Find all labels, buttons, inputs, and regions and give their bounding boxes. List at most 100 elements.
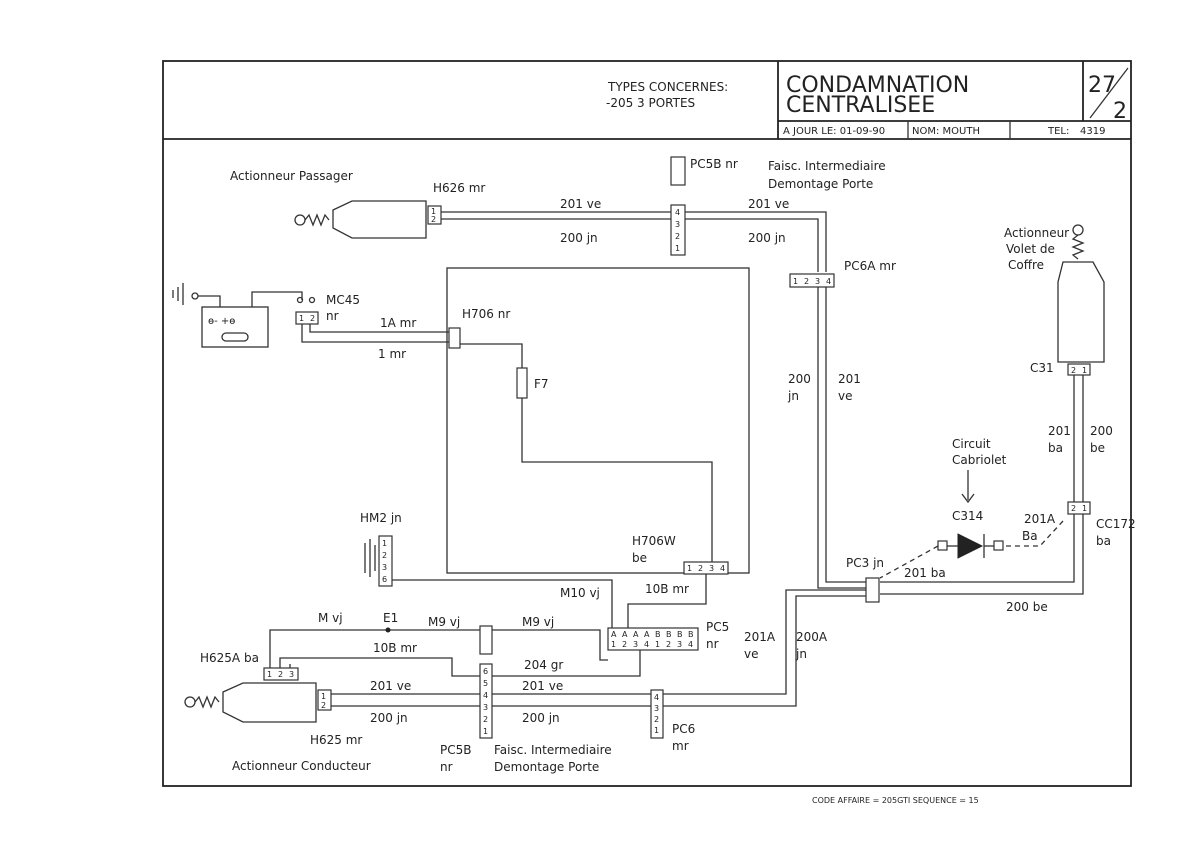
wire-200jn-top: [441, 218, 819, 272]
label-h626: H626 mr: [433, 181, 485, 195]
svg-text:B: B: [688, 630, 694, 639]
sheet-slash: [1089, 67, 1129, 119]
svg-text:B: B: [655, 630, 661, 639]
svg-text:1: 1: [687, 564, 692, 573]
cc172-connector: [1067, 501, 1091, 515]
label-h706w-2: be: [632, 551, 647, 565]
label-201ve-a: 201 ve: [560, 197, 601, 211]
pc5-connector: [607, 627, 699, 651]
label-10bmr-top: 10B mr: [645, 582, 689, 596]
types-model: -205 3 PORTES: [606, 96, 695, 110]
svg-text:2: 2: [804, 277, 809, 286]
label-cabriolet: Cabriolet: [952, 453, 1007, 467]
label-h706w-1: H706W: [632, 534, 676, 548]
passenger-actuator: [294, 200, 427, 239]
label-mvj: M vj: [318, 611, 343, 625]
label-pc5: PC5: [706, 620, 729, 634]
label-200a-jn-2: jn: [795, 647, 807, 661]
diode-c314: [957, 533, 984, 559]
sheet-sub: 2: [1113, 99, 1127, 124]
label-v201ba: 201: [1048, 424, 1071, 438]
svg-text:1: 1: [654, 726, 659, 735]
wire-201ve-top: [441, 211, 827, 272]
wire-200ajn: [663, 595, 866, 707]
wire-mvj-m9vj: [269, 629, 608, 668]
driver-actuator: [184, 682, 317, 723]
label-200jn-c: 200 jn: [370, 711, 408, 725]
label-v201ba-ba: ba: [1048, 441, 1063, 455]
svg-text:2: 2: [654, 715, 659, 724]
label-e1: E1: [383, 611, 398, 625]
label-1mr: 1 mr: [378, 347, 406, 361]
label-act-volet-3: Coffre: [1008, 258, 1044, 272]
pc5b-bot-connector-b: [479, 663, 493, 739]
svg-text:2: 2: [278, 670, 283, 679]
label-v201: 201: [838, 372, 861, 386]
svg-text:2: 2: [483, 715, 488, 724]
svg-text:4: 4: [654, 693, 659, 702]
label-act-conducteur: Actionneur Conducteur: [232, 759, 371, 773]
label-201a: 201A: [1024, 512, 1056, 526]
pc6-connector: [650, 689, 664, 739]
label-pc5b-bot: PC5B: [440, 743, 471, 757]
hm2-connector: [378, 535, 393, 587]
label-act-volet-2: Volet de: [1006, 242, 1055, 256]
svg-text:5: 5: [483, 679, 488, 688]
svg-text:4: 4: [675, 208, 680, 217]
label-cc172-ba: ba: [1096, 534, 1111, 548]
svg-text:B: B: [677, 630, 683, 639]
c314-connector-left: [937, 540, 948, 551]
label-200be: 200 be: [1006, 600, 1048, 614]
label-mc45-nr: nr: [326, 309, 339, 323]
svg-text:A: A: [622, 630, 628, 639]
c314-connector-right: [993, 540, 1004, 551]
svg-text:1: 1: [655, 640, 660, 649]
splice-e1: [385, 627, 391, 633]
wire-200jn-vertical: [817, 287, 866, 589]
svg-text:A: A: [611, 630, 617, 639]
svg-text:1: 1: [793, 277, 798, 286]
label-201ve-d: 201 ve: [522, 679, 563, 693]
fuse-f7: [516, 367, 528, 399]
svg-text:2: 2: [1071, 504, 1076, 513]
wire-201ve-vertical: [825, 287, 866, 583]
svg-text:1: 1: [299, 314, 304, 323]
wire-201a-dashed: [1004, 520, 1064, 547]
svg-text:6: 6: [382, 575, 387, 584]
svg-text:A: A: [633, 630, 639, 639]
mc45-terminal-1: [296, 296, 304, 304]
label-v200-jn: jn: [787, 389, 799, 403]
label-faisc-bot-2: Demontage Porte: [494, 760, 599, 774]
label-c31: C31: [1030, 361, 1054, 375]
svg-text:1: 1: [321, 692, 326, 701]
svg-text:2: 2: [698, 564, 703, 573]
svg-text:1: 1: [483, 727, 488, 736]
label-201a-ve-2: ve: [744, 647, 758, 661]
circuit-arrow-head: [961, 493, 975, 504]
svg-text:1: 1: [267, 670, 272, 679]
svg-text:4: 4: [720, 564, 725, 573]
label-pc6-mr: mr: [672, 739, 689, 753]
pc5b-bot-connector-a: [479, 625, 493, 655]
label-m10vj: M10 vj: [560, 586, 600, 600]
label-pc3: PC3 jn: [846, 556, 884, 570]
svg-text:1: 1: [1082, 504, 1087, 513]
label-pc6: PC6: [672, 722, 695, 736]
label-201ba: 201 ba: [904, 566, 946, 580]
hm2-ground: [364, 539, 376, 577]
svg-text:2: 2: [321, 701, 326, 710]
svg-text:B: B: [666, 630, 672, 639]
types-concernes: TYPES CONCERNES:: [607, 80, 728, 94]
label-204gr: 204 gr: [524, 658, 563, 672]
svg-text:1: 1: [431, 207, 436, 216]
svg-text:3: 3: [483, 703, 488, 712]
label-cc172: CC172: [1096, 517, 1136, 531]
svg-text:4: 4: [688, 640, 693, 649]
wire-201ba-to-pc3: [880, 514, 1075, 583]
svg-text:3: 3: [675, 220, 680, 229]
svg-text:6: 6: [483, 667, 488, 676]
wire-to-fuse: [460, 343, 523, 368]
label-f7: F7: [534, 377, 549, 391]
svg-text:3: 3: [289, 670, 294, 679]
